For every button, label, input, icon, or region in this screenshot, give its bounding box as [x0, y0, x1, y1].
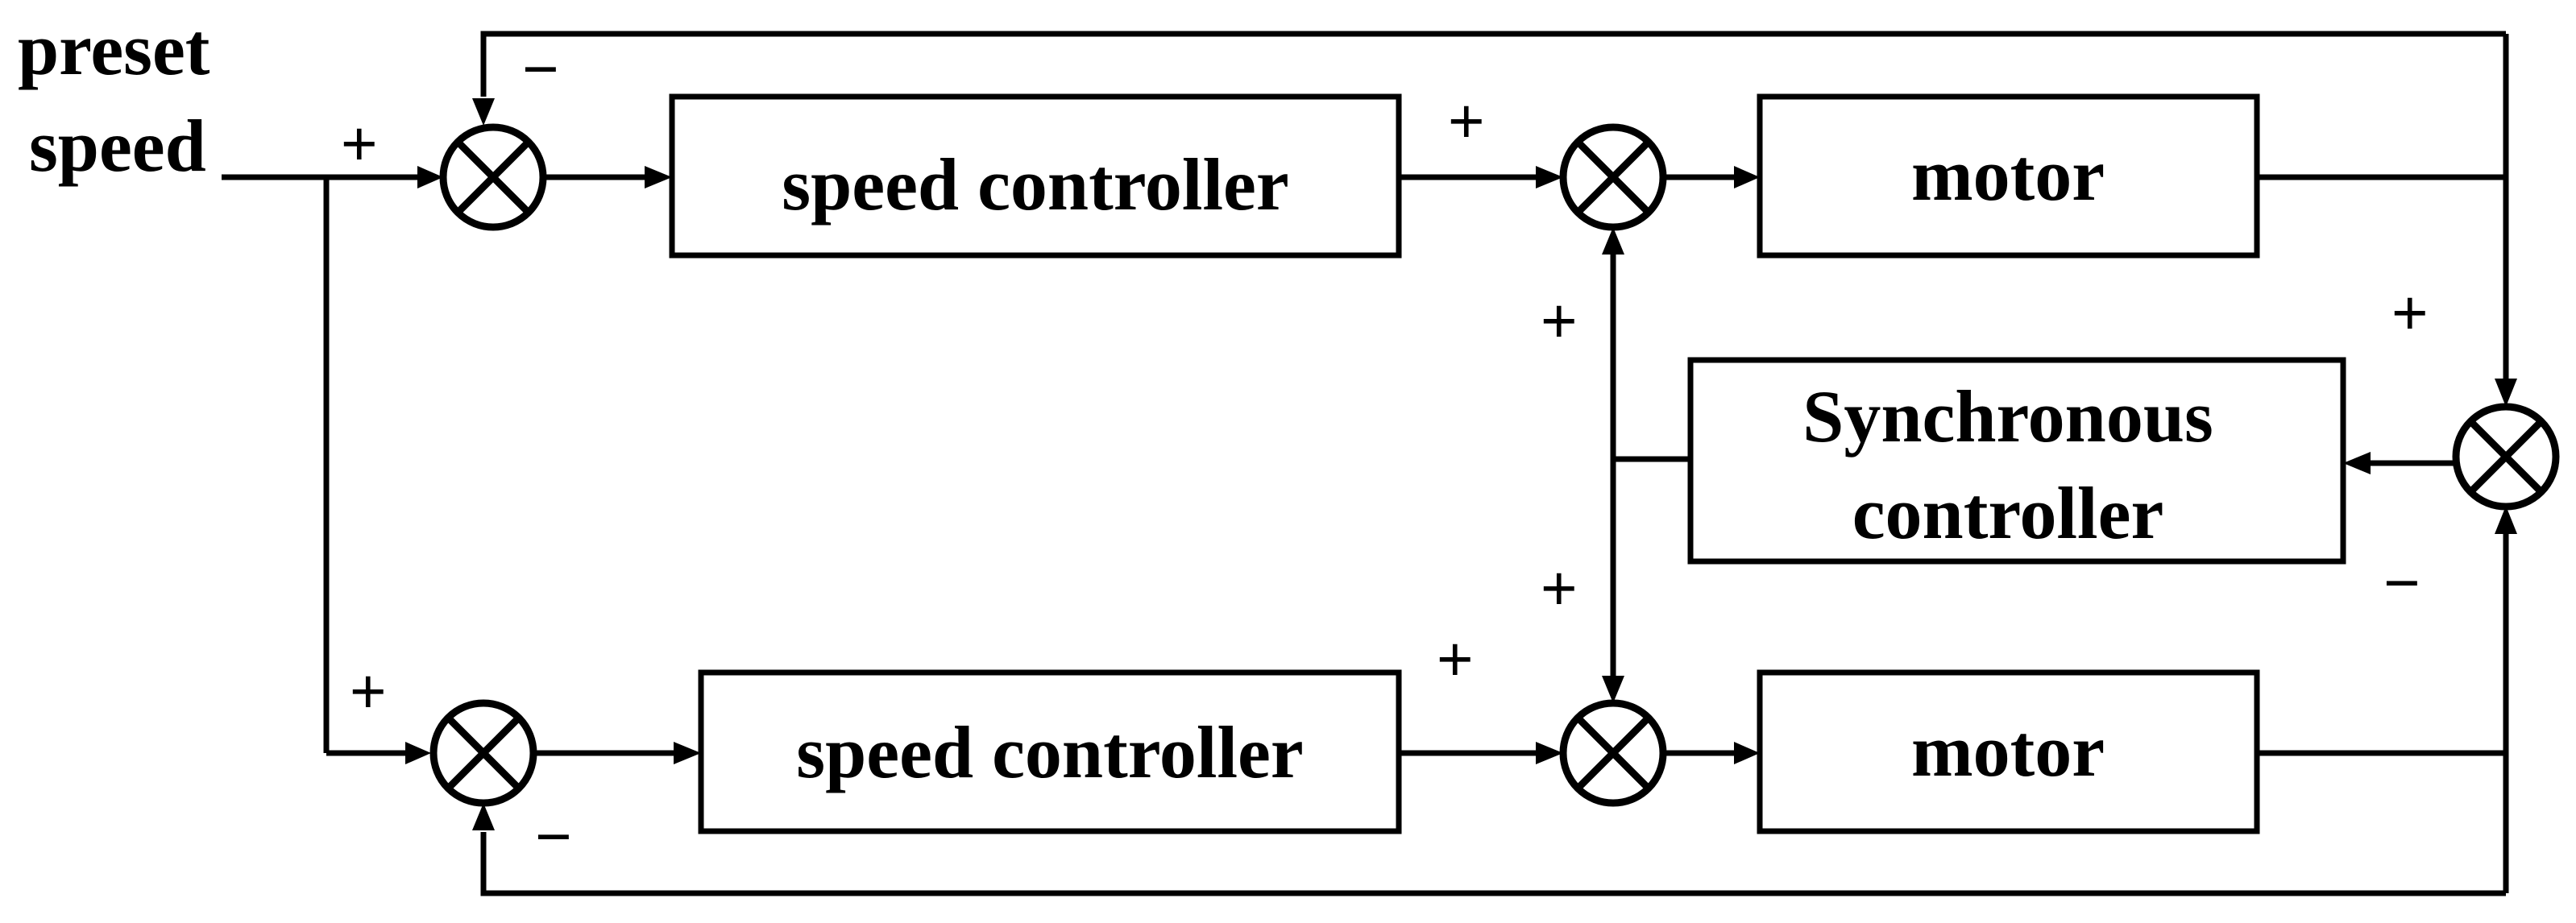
- arrow-into-sum2: [405, 742, 431, 764]
- arrow-into-sum5-top: [2495, 379, 2517, 407]
- arrow-up-into-sum3: [1602, 227, 1624, 255]
- arrow-into-sum2-feedback: [472, 803, 495, 830]
- speed-controller-bottom-box: [698, 669, 1402, 834]
- speed-controller-top-box: [669, 93, 1402, 259]
- arrow-into-sync-controller: [2343, 452, 2371, 474]
- sum4-input-sign: +: [1437, 623, 1474, 694]
- motor-top-label: motor: [1911, 134, 2105, 216]
- sum2-input-sign: +: [350, 656, 387, 726]
- sum1-feedback-sign: −: [522, 33, 559, 104]
- summing-junction-3: [1559, 123, 1667, 231]
- bottom-feedback-line: [480, 832, 2506, 896]
- synchronous-controller-label-line2: controller: [1852, 472, 2164, 554]
- motor-bottom-box: [1757, 669, 2260, 834]
- motor-top-box: [1757, 93, 2260, 259]
- arrow-down-into-sum4: [1602, 676, 1624, 703]
- arrow-into-sum5-bottom: [2495, 506, 2517, 534]
- summing-junction-1: [439, 123, 547, 231]
- speed-controller-bottom-label: speed controller: [796, 711, 1303, 793]
- summing-junction-4: [1559, 699, 1667, 807]
- sum3-input-sign: +: [1448, 85, 1485, 156]
- sum3-sync-sign: +: [1541, 285, 1578, 356]
- arrow-into-speed-controller-top: [645, 166, 672, 188]
- arrow-into-sum3: [1536, 166, 1563, 188]
- motor-bottom-label: motor: [1911, 710, 2105, 792]
- summing-junction-2: [429, 699, 537, 807]
- arrow-into-motor-bottom: [1734, 742, 1760, 764]
- arrow-into-sum1: [417, 166, 443, 188]
- arrow-into-speed-controller-bottom: [674, 742, 701, 764]
- sum2-feedback-sign: −: [535, 801, 572, 871]
- synchronous-controller-label-line1: Synchronous: [1802, 375, 2213, 457]
- speed-controller-top-label: speed controller: [782, 143, 1288, 226]
- sum5-top-sign: +: [2391, 277, 2429, 348]
- top-feedback-line: [480, 31, 2506, 97]
- synchronous-controller-box: [1687, 357, 2346, 565]
- arrow-into-motor-top: [1734, 166, 1760, 188]
- summing-junction-5: [2452, 403, 2560, 511]
- input-label-line1: preset: [18, 8, 210, 90]
- arrow-into-sum4: [1536, 742, 1563, 764]
- arrow-into-sum1-feedback: [472, 98, 495, 126]
- input-label-line2: speed: [29, 105, 206, 187]
- sum5-bottom-sign: −: [2383, 547, 2420, 618]
- sum4-sync-sign: +: [1541, 553, 1578, 623]
- sum1-input-sign: +: [341, 108, 378, 179]
